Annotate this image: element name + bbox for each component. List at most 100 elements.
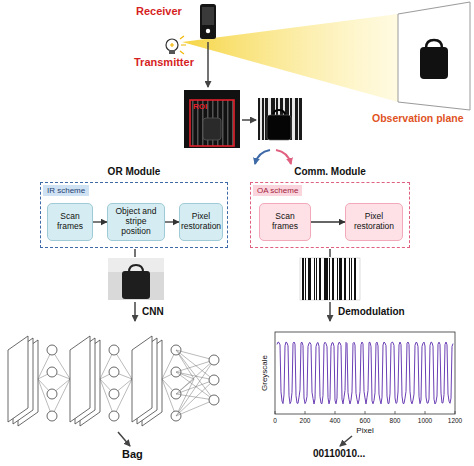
module-heading: Comm. Module	[251, 166, 409, 177]
connection	[176, 372, 214, 400]
captured-frame	[184, 90, 240, 148]
tick	[455, 411, 456, 414]
dark-stripe	[332, 258, 334, 300]
neuron	[109, 345, 119, 355]
tick	[275, 411, 276, 414]
light-stripe	[292, 98, 295, 140]
process-box: Object and stripe position	[107, 203, 165, 241]
roi-box	[190, 100, 234, 146]
light-stripe	[298, 98, 299, 140]
switch-arrow	[276, 150, 291, 164]
box-text: Scan frames	[50, 212, 90, 232]
dark-stripe	[316, 258, 317, 300]
tick	[305, 411, 306, 414]
connection	[176, 360, 214, 372]
tick-label: 800	[390, 417, 401, 424]
flow-arrow	[118, 432, 130, 446]
flow-line	[134, 249, 136, 257]
flow-arrow	[242, 119, 256, 121]
result-label: Bag	[122, 448, 143, 460]
scheme-group: OR ModuleIR schemeScan framesObject and …	[40, 182, 228, 248]
flow-arrow	[340, 436, 352, 446]
bag-image	[122, 271, 150, 299]
tick	[335, 411, 336, 414]
cnn-drawing	[8, 336, 219, 426]
neuron	[109, 411, 119, 421]
connection	[176, 350, 214, 400]
scheme-tab: IR scheme	[43, 185, 89, 196]
connection	[176, 360, 214, 394]
tick	[395, 411, 396, 414]
dark-stripe	[302, 258, 304, 300]
tick-label: 1000	[418, 417, 432, 424]
cropped-frame	[258, 98, 302, 140]
flow-line	[329, 249, 331, 257]
flow-arrow	[329, 302, 331, 321]
phone-camera	[206, 29, 210, 33]
axis-title: Greyscale	[260, 355, 269, 391]
result-label: 00110010...	[313, 448, 365, 459]
connection	[176, 380, 214, 394]
dark-stripe	[351, 258, 352, 300]
bag-image	[203, 118, 221, 140]
tick-label: 1200	[448, 417, 462, 424]
bag-handle	[129, 265, 143, 272]
tick-label: 200	[300, 417, 311, 424]
bag-image	[267, 115, 291, 140]
dark-stripe	[349, 258, 350, 300]
connection	[176, 360, 214, 416]
dark-stripe	[329, 258, 330, 300]
neuron	[109, 389, 119, 399]
box-text: Pixel restoration	[348, 212, 400, 232]
dark-stripe	[314, 258, 315, 300]
dark-stripe	[344, 258, 346, 300]
device-name: Receiver	[136, 5, 182, 17]
restored-image-top	[108, 258, 164, 272]
restored-image	[108, 258, 164, 300]
tick	[425, 411, 426, 414]
step-label: Demodulation	[338, 306, 405, 317]
dark-stripe	[305, 258, 306, 300]
frame-stripes	[192, 100, 234, 146]
process-box: Pixel restoration	[179, 203, 223, 241]
feature-map	[8, 336, 28, 422]
connection	[176, 394, 214, 400]
neuron	[47, 411, 57, 421]
flow-arrow	[134, 302, 136, 321]
stripe-pattern	[302, 258, 356, 300]
flow-arrow	[93, 221, 107, 222]
crop-stripes	[260, 98, 299, 140]
output-neuron	[209, 355, 219, 365]
neuron	[47, 345, 57, 355]
dark-stripe	[354, 258, 356, 300]
neuron	[109, 367, 119, 377]
connection	[176, 380, 214, 416]
neuron	[47, 367, 57, 377]
step-label: CNN	[142, 306, 164, 317]
dark-stripe	[319, 258, 321, 300]
feature-map	[70, 336, 90, 422]
greyscale-curve	[277, 342, 453, 404]
observation-plane	[398, 2, 470, 110]
device-name: Transmitter	[134, 56, 194, 68]
module-heading: OR Module	[41, 166, 227, 177]
roi-label: ROI	[193, 102, 207, 111]
tick	[365, 411, 366, 414]
phone-screen	[202, 7, 214, 25]
process-box: Pixel restoration	[345, 203, 403, 241]
dark-stripe	[337, 258, 338, 300]
connection	[176, 400, 214, 416]
box-text: Object and stripe position	[110, 207, 162, 236]
light-stripe	[227, 100, 229, 146]
light-stripe	[260, 98, 262, 140]
bulb-rays	[180, 36, 186, 54]
flow-arrow	[207, 42, 209, 87]
tick-label: 0	[273, 417, 277, 424]
output-neuron	[209, 395, 219, 405]
flow-arrow	[165, 221, 179, 222]
flow-arrow	[311, 221, 345, 222]
feature-map	[132, 336, 152, 422]
